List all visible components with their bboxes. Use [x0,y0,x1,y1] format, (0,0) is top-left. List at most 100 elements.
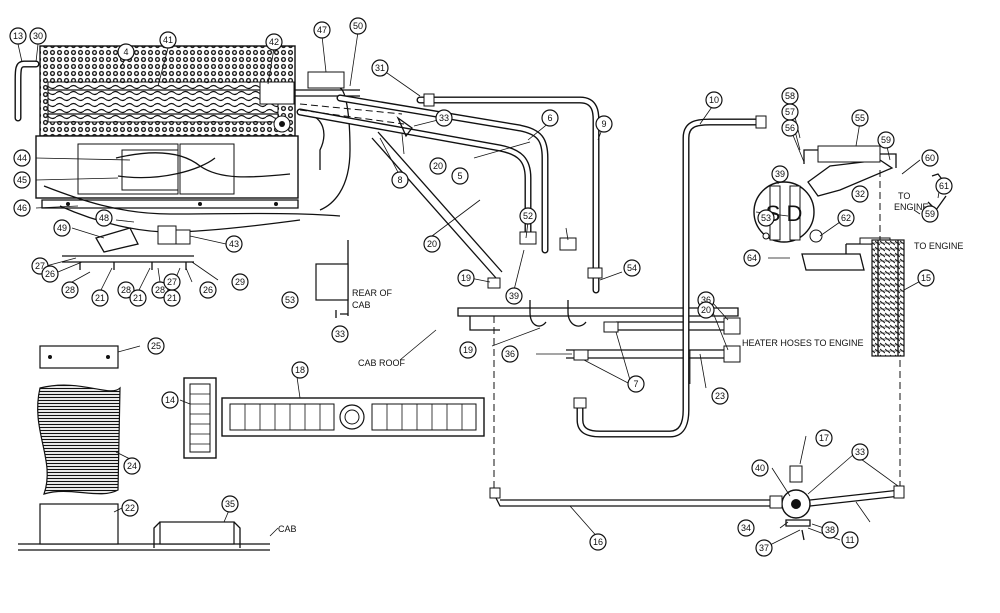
callout-number: 37 [759,543,769,553]
callout-number: 28 [121,285,131,295]
callout-number: 46 [17,203,27,213]
callout-number: 21 [167,293,177,303]
callout-number: 48 [99,213,109,223]
callout-number: 54 [627,263,637,273]
callout-33: 33 [435,109,453,127]
callout-number: 29 [235,277,245,287]
callout-number: 10 [709,95,719,105]
receiver-drier [781,465,811,541]
callout-number: 27 [35,261,45,271]
callout-number: 24 [127,461,137,471]
callout-number: 61 [939,181,949,191]
callout-number: 26 [45,269,55,279]
callout-number: 13 [13,31,23,41]
callout-22: 22 [121,499,139,517]
callout-31: 31 [371,59,389,77]
component-23 [39,345,119,369]
callout-53: 53 [757,209,775,227]
callout-number: 18 [295,365,305,375]
condenser [871,239,905,490]
callout-42: 42 [265,33,283,51]
callout-50: 50 [349,17,367,35]
callout-number: 64 [747,253,757,263]
to-engine-label-1b: ENGINE [894,202,929,212]
callout-number: 38 [825,525,835,535]
callout-32: 32 [851,185,869,203]
callout-number: 34 [741,523,751,533]
rear-of-cab-label: REAR OF [352,288,393,298]
callout-7: 7 [627,375,645,393]
hose-group-center [296,93,603,294]
callout-number: 53 [285,295,295,305]
leader-lines [17,31,941,547]
callout-number: 7 [633,379,638,389]
callout-number: 50 [353,21,363,31]
callout-15: 15 [917,269,935,287]
callout-number: 52 [523,211,533,221]
callout-19: 19 [457,269,475,287]
rear-of-cab-detail [315,240,349,318]
callout-number: 31 [375,63,385,73]
callout-number: 26 [203,285,213,295]
callout-number: 15 [921,273,931,283]
callout-26: 26 [41,265,59,283]
callout-number: 21 [133,293,143,303]
callout-number: 41 [163,35,173,45]
callout-40: 40 [751,459,769,477]
callout-number: 5 [457,171,462,181]
callout-number: 36 [701,295,711,305]
callout-number: 28 [65,285,75,295]
callout-46: 46 [13,199,31,217]
callout-41: 41 [159,31,177,49]
callout-number: 39 [775,169,785,179]
callout-37: 37 [755,539,773,557]
callout-13: 13 [9,27,27,45]
callout-number: 36 [505,349,515,359]
callout-60: 60 [921,149,939,167]
callout-number: 59 [925,209,935,219]
callout-57: 57 [781,103,799,121]
callout-33: 33 [331,325,349,343]
cab-label: CAB [278,524,297,534]
cab-roof [457,300,741,363]
callout-number: 6 [547,113,552,123]
callout-number: 44 [17,153,27,163]
callout-23: 23 [711,387,729,405]
callout-4: 4 [117,43,135,61]
callout-number: 19 [463,345,473,355]
callout-59: 59 [921,205,939,223]
filter-18 [37,384,121,495]
blower-wiring [43,185,341,270]
callout-61: 61 [935,177,953,195]
callout-49: 49 [53,219,71,237]
callout-number: 23 [715,391,725,401]
callout-20: 20 [423,235,441,253]
callout-number: 43 [229,239,239,249]
callout-number: 40 [755,463,765,473]
callout-number: 19 [461,273,471,283]
callout-25: 25 [147,337,165,355]
callout-16: 16 [589,533,607,551]
callout-33: 33 [851,443,869,461]
callout-20: 20 [697,301,715,319]
callout-number: 53 [761,213,771,223]
callout-62: 62 [837,209,855,227]
callout-43: 43 [225,235,243,253]
callout-35: 35 [221,495,239,513]
callout-39: 39 [505,287,523,305]
callout-number: 45 [17,175,27,185]
callout-47: 47 [313,21,331,39]
callout-44: 44 [13,149,31,167]
callout-number: 49 [57,223,67,233]
callout-18: 18 [291,361,309,379]
callout-9: 9 [595,115,613,133]
callout-45: 45 [13,171,31,189]
callout-17: 17 [815,429,833,447]
callout-36: 36 [501,345,519,363]
heater-hoses-label: HEATER HOSES TO ENGINE [742,338,864,348]
callout-54: 54 [623,259,641,277]
callout-number: 56 [785,123,795,133]
callout-number: 9 [601,119,606,129]
callout-24: 24 [123,457,141,475]
